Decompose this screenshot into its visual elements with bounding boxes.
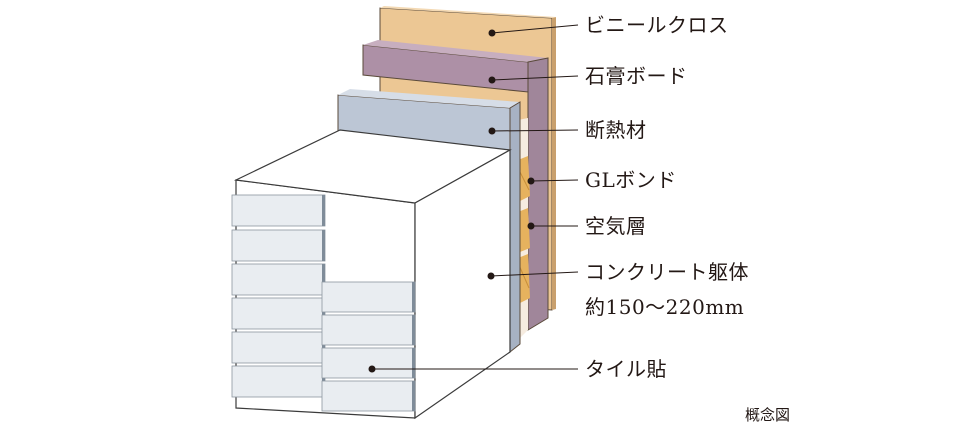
tile	[321, 380, 416, 412]
tile	[231, 194, 326, 227]
tile	[231, 263, 326, 296]
tile-edge	[322, 264, 325, 295]
tile	[231, 365, 326, 398]
tile	[321, 347, 416, 379]
gl-bond-dab	[518, 156, 530, 201]
gl-bond-dab	[518, 254, 530, 303]
tile-edge	[412, 282, 415, 312]
caption-conceptual-diagram: 概念図	[745, 406, 791, 424]
label-gl-bond: GLボンド	[585, 168, 677, 192]
label-insulation: 断熱材	[585, 118, 647, 142]
tile-edge	[412, 348, 415, 378]
tile-edge	[322, 195, 325, 226]
gl-bond-dab	[518, 208, 530, 252]
label-air-layer: 空気層	[585, 214, 647, 238]
label-concrete: コンクリート躯体	[585, 260, 749, 284]
tile-edge	[412, 315, 415, 345]
leader-lines	[368, 24, 579, 373]
label-gypsum-board: 石膏ボード	[585, 64, 688, 88]
tile-edge	[322, 298, 325, 329]
tile	[231, 331, 326, 364]
label-concrete-thickness: 約150〜220mm	[585, 295, 745, 319]
label-tile: タイル貼	[585, 357, 667, 381]
tile	[321, 281, 416, 313]
tile-edge	[412, 381, 415, 411]
tile-edge	[322, 332, 325, 363]
tile	[321, 314, 416, 346]
tile-finish	[231, 194, 416, 412]
tile	[231, 229, 326, 262]
tile	[231, 297, 326, 330]
label-vinyl-cloth: ビニールクロス	[585, 13, 729, 37]
gypsum-board-layer	[362, 40, 549, 331]
tile-edge	[322, 230, 325, 261]
